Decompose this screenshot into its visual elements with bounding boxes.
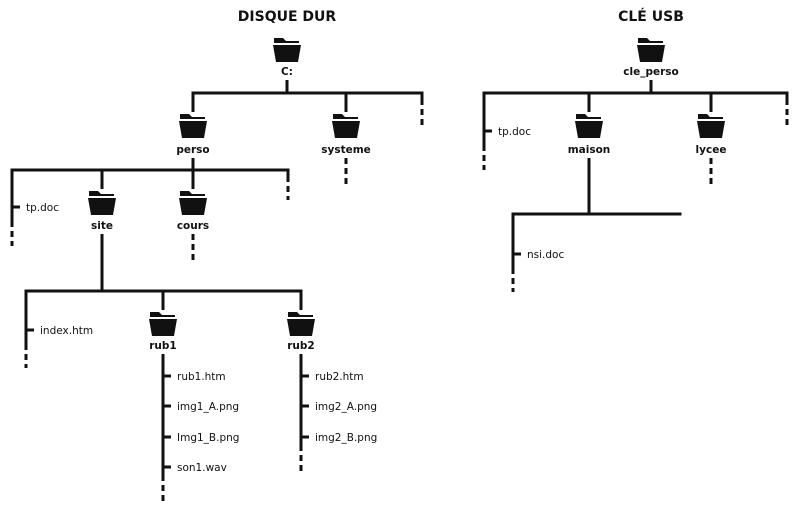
file-label-img2-b-png: img2_B.png: [315, 432, 377, 444]
tree-title-disque-dur: DISQUE DUR: [238, 9, 337, 25]
folder-label-maison: maison: [568, 144, 611, 156]
lycee-folder-icon: [697, 114, 725, 138]
folder-label-lycee: lycee: [696, 144, 727, 156]
perso-folder-icon: [179, 114, 207, 138]
folder-label-rub1: rub1: [149, 340, 176, 352]
systeme-folder-icon: [332, 114, 360, 138]
folder-label-cours: cours: [177, 220, 209, 232]
folder-label-c: C:: [281, 66, 293, 78]
file-label-rub1-htm: rub1.htm: [177, 371, 226, 383]
c-folder-icon: [273, 38, 301, 62]
rub1-folder-icon: [149, 312, 177, 336]
file-label-index-htm: index.htm: [40, 325, 93, 337]
folder-label-cle-perso: cle_perso: [623, 66, 678, 78]
file-label-rub2-htm: rub2.htm: [315, 371, 364, 383]
file-label-img1-a-png: img1_A.png: [177, 401, 239, 413]
folder-label-perso: perso: [176, 144, 209, 156]
tree-title-cle-usb: CLÉ USB: [618, 8, 684, 25]
file-label-tp-doc: tp.doc: [26, 202, 59, 214]
file-label-img1-b-png: Img1_B.png: [177, 432, 239, 444]
cours-folder-icon: [179, 191, 207, 215]
folder-label-systeme: systeme: [321, 144, 371, 156]
file-label-img2-a-png: img2_A.png: [315, 401, 377, 413]
cle-perso-folder-icon: [637, 38, 665, 62]
file-label-son1-wav: son1.wav: [177, 462, 227, 474]
file-label-tp-doc: tp.doc: [498, 126, 531, 138]
file-label-nsi-doc: nsi.doc: [527, 249, 564, 261]
folder-label-rub2: rub2: [287, 340, 314, 352]
maison-folder-icon: [575, 114, 603, 138]
site-folder-icon: [88, 191, 116, 215]
folder-label-site: site: [91, 220, 113, 232]
rub2-folder-icon: [287, 312, 315, 336]
